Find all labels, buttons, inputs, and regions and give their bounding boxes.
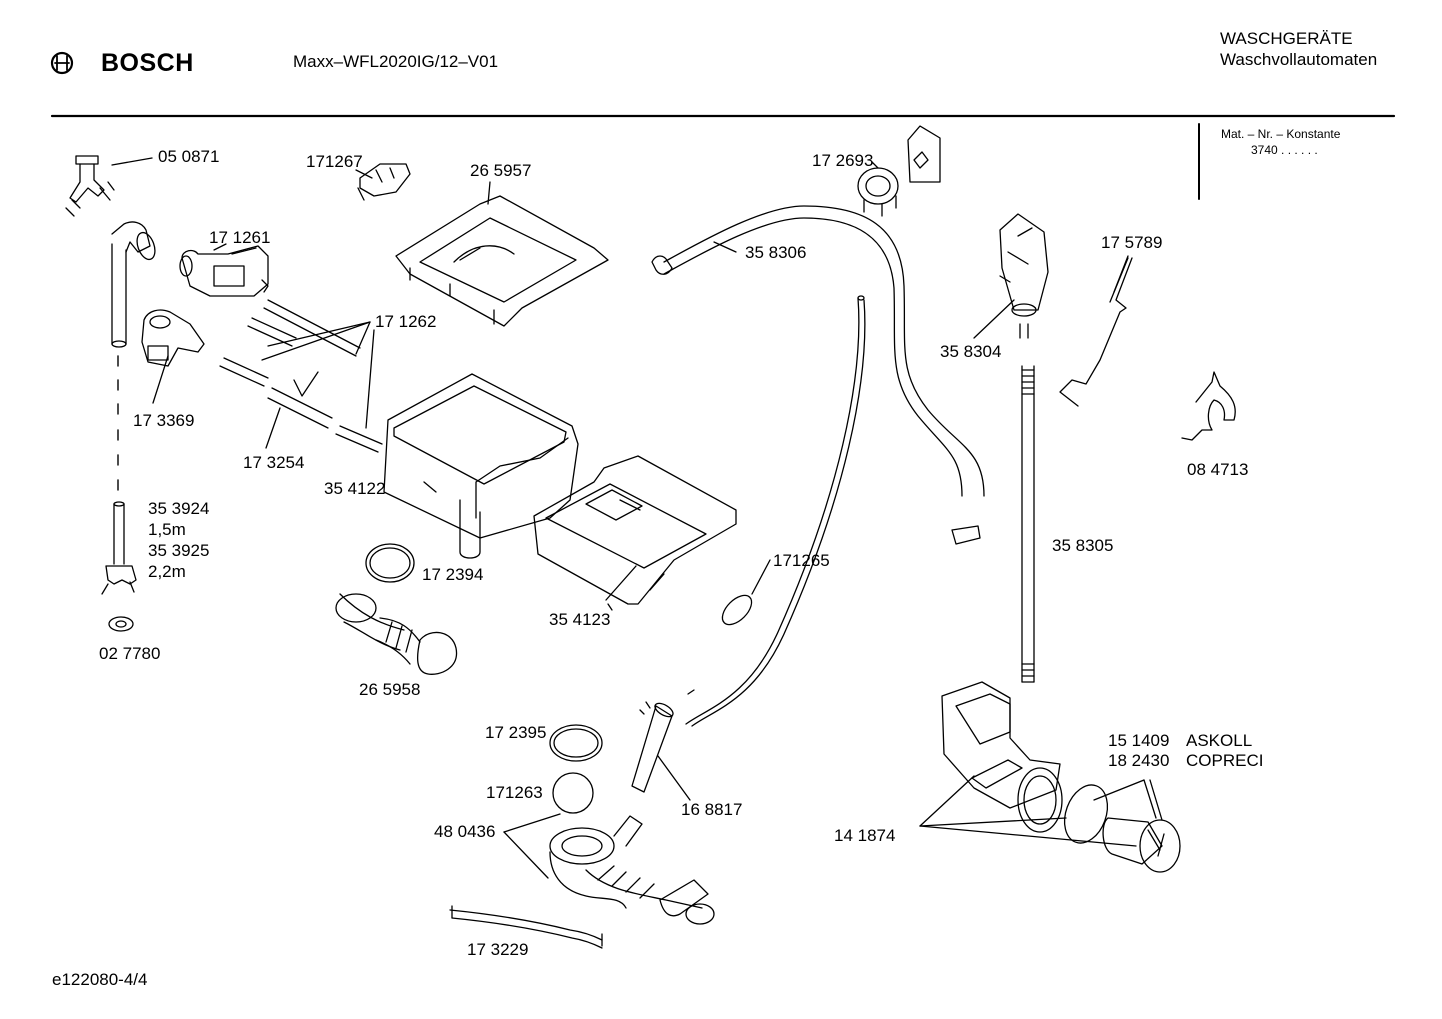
pressure-hose-part bbox=[652, 206, 984, 544]
leader-168817 bbox=[658, 756, 690, 800]
leader-141874 bbox=[920, 776, 1136, 846]
brand-name: BOSCH bbox=[101, 49, 194, 77]
part-label-354122: 35 4122 bbox=[324, 479, 386, 498]
category-title: WASCHGERÄTE bbox=[1220, 29, 1353, 48]
leader-354122 bbox=[424, 482, 436, 492]
part-label-151409: 15 1409 bbox=[1108, 731, 1170, 750]
part-label-265958: 26 5958 bbox=[359, 680, 421, 699]
seal-ring-part bbox=[550, 725, 602, 761]
washer-part bbox=[109, 617, 133, 631]
drain-tube-part bbox=[450, 906, 602, 948]
pump-seal-part bbox=[1057, 779, 1115, 849]
ball-part bbox=[553, 773, 593, 813]
part-label-172394: 17 2394 bbox=[422, 565, 484, 584]
document-id: e122080-4/4 bbox=[52, 970, 148, 989]
length-label-1-5m: 1,5m bbox=[148, 520, 186, 539]
bosch-logo-icon bbox=[52, 53, 72, 73]
inlet-valve-part bbox=[180, 246, 268, 296]
part-label-141874: 14 1874 bbox=[834, 826, 896, 845]
leader-173369 bbox=[153, 356, 168, 403]
drain-pump-part bbox=[942, 682, 1062, 832]
part-label-027780: 02 7780 bbox=[99, 644, 161, 663]
part-label-172395: 17 2395 bbox=[485, 723, 547, 742]
leader-480436 bbox=[504, 814, 560, 878]
part-label-353924: 35 3924 bbox=[148, 499, 210, 518]
inlet-hose-part bbox=[112, 222, 158, 490]
ring-part bbox=[366, 544, 414, 582]
detergent-drawer-part bbox=[534, 456, 736, 604]
long-hose-part bbox=[1022, 366, 1034, 682]
model-number: Maxx–WFL2020IG/12–V01 bbox=[293, 52, 499, 71]
leader-172693 bbox=[872, 162, 878, 168]
part-label-172693: 17 2693 bbox=[812, 151, 874, 170]
supplier-label-askoll: ASKOLL bbox=[1186, 731, 1253, 750]
part-label-182430: 18 2430 bbox=[1108, 751, 1170, 770]
ring-inner bbox=[370, 548, 410, 578]
leader-354123 bbox=[608, 604, 612, 610]
wire-bracket-part bbox=[1060, 258, 1132, 406]
bellows-hose-part bbox=[336, 594, 457, 674]
hose-end-part bbox=[102, 502, 136, 594]
valve-small-part bbox=[142, 310, 204, 366]
part-label-171265: 171265 bbox=[773, 551, 830, 570]
part-label-358306: 35 8306 bbox=[745, 243, 807, 262]
part-label-173254: 17 3254 bbox=[243, 453, 305, 472]
part-label-171267: 171267 bbox=[306, 152, 363, 171]
sump-hose-part bbox=[550, 816, 714, 924]
leader-358304 bbox=[974, 300, 1014, 338]
length-label-2-2m: 2,2m bbox=[148, 562, 186, 581]
part-label-358304: 35 8304 bbox=[940, 342, 1002, 361]
part-label-050871: 05 0871 bbox=[158, 147, 220, 166]
sensor-part bbox=[632, 690, 694, 792]
clip-part bbox=[358, 164, 410, 200]
leader-173254 bbox=[266, 408, 280, 448]
retainer-clip-part bbox=[1182, 372, 1235, 440]
leader-171267 bbox=[356, 170, 372, 178]
leader-175789 bbox=[1114, 256, 1128, 292]
part-label-358305: 35 8305 bbox=[1052, 536, 1114, 555]
mat-value: 3740 . . . . . . bbox=[1251, 143, 1318, 157]
part-label-173369: 17 3369 bbox=[133, 411, 195, 430]
mat-label: Mat. – Nr. – Konstante bbox=[1221, 127, 1341, 141]
supplier-label-copreci: COPRECI bbox=[1186, 751, 1264, 770]
leader-151409 bbox=[1094, 780, 1162, 820]
part-label-171263: 171263 bbox=[486, 783, 543, 802]
part-label-171262: 17 1262 bbox=[375, 312, 437, 331]
part-label-173229: 17 3229 bbox=[467, 940, 529, 959]
dispenser-housing-part bbox=[384, 374, 578, 558]
dispenser-cover-part bbox=[396, 196, 608, 326]
leader-171262 bbox=[262, 322, 374, 428]
pump-filter-part bbox=[1103, 818, 1180, 872]
leader-171261 bbox=[214, 244, 226, 250]
part-label-171261: 17 1261 bbox=[209, 228, 271, 247]
leader-050871 bbox=[112, 158, 152, 165]
leader-265957 bbox=[488, 182, 490, 204]
part-label-084713: 08 4713 bbox=[1187, 460, 1249, 479]
leader-171265 bbox=[752, 560, 770, 594]
part-label-265957: 26 5957 bbox=[470, 161, 532, 180]
leader-358306 bbox=[714, 242, 736, 252]
part-label-480436: 48 0436 bbox=[434, 822, 496, 841]
part-label-168817: 16 8817 bbox=[681, 800, 743, 819]
subcategory-title: Waschvollautomaten bbox=[1220, 50, 1378, 69]
part-label-354123: 35 4123 bbox=[549, 610, 611, 629]
short-hoses-part bbox=[220, 300, 382, 452]
level-hose-part bbox=[686, 296, 865, 726]
part-label-353925: 35 3925 bbox=[148, 541, 210, 560]
level-sensor-part bbox=[1000, 214, 1048, 338]
seal-ring-inner bbox=[554, 729, 598, 757]
y-connector-part bbox=[66, 156, 114, 216]
part-label-175789: 17 5789 bbox=[1101, 233, 1163, 252]
pressure-switch-part bbox=[858, 126, 940, 216]
